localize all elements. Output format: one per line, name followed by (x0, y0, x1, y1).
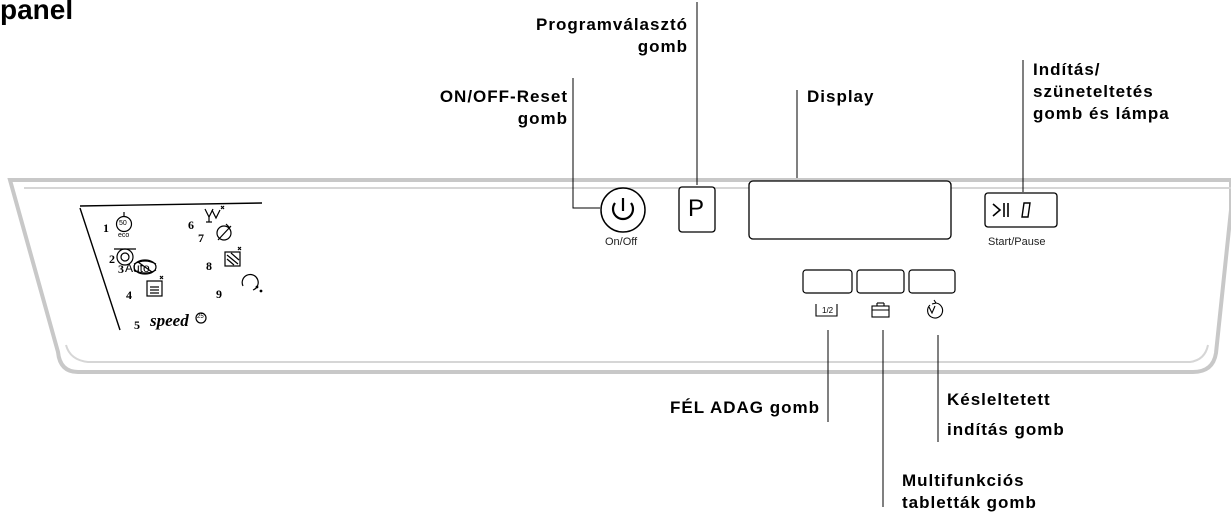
soak-pot-icon (146, 275, 164, 297)
callout-program-select: Programválasztó gomb (536, 15, 688, 56)
multi-tablets-icon (871, 302, 890, 318)
callout-multi-tablets: Multifunkciós tabletták gomb (902, 471, 1037, 512)
rinse-pot-icon (224, 246, 242, 267)
speed-25-icon (195, 312, 207, 324)
auto-pot-icon (114, 248, 136, 266)
callout-delayed-start: Késleltetett indítás gomb (947, 390, 1065, 439)
speed-number: 25 (197, 314, 204, 320)
program-number-1: 1 (103, 221, 109, 235)
half-load-fraction: 1/2 (822, 306, 834, 315)
on-off-button-art (600, 187, 646, 233)
eco-50-icon (115, 212, 133, 233)
callout-on-off-reset: ON/OFF-Reset gomb (439, 87, 568, 128)
leader-on-off (572, 78, 600, 209)
eco-label: eco (118, 232, 130, 239)
callout-half-load: FÉL ADAG gomb (670, 398, 820, 417)
power-icon (611, 202, 635, 221)
program-button[interactable]: P (688, 195, 705, 222)
delayed-start-button-art (908, 269, 956, 294)
program-number-2: 2 (109, 252, 115, 266)
panel-title: panel (0, 0, 74, 25)
eco-50-number: 50 (119, 220, 127, 227)
program-number-8: 8 (206, 259, 212, 273)
program-bracket-top (79, 202, 263, 207)
delayed-start-button[interactable] (909, 270, 955, 293)
multi-tablets-button-art (856, 269, 905, 294)
start-pause-button[interactable] (985, 193, 1057, 227)
no-dry-icon (216, 223, 232, 241)
program-number-7: 7 (198, 231, 204, 245)
callout-display: Display (807, 87, 875, 106)
program-number-4: 4 (126, 288, 132, 302)
on-off-label: On/Off (605, 236, 638, 248)
panel-inner-bottom (65, 344, 1209, 363)
callout-start-pause: Indítás/ szüneteltetés gomb és lámpa (1033, 60, 1170, 123)
delayed-start-icon (927, 299, 944, 319)
on-off-button[interactable] (601, 188, 645, 232)
night-moon-icon (241, 273, 263, 293)
auto-label: Auto (125, 261, 150, 275)
program-number-9: 9 (216, 287, 222, 301)
half-load-icon (815, 304, 838, 317)
program-number-3: 3 (118, 262, 124, 276)
program-button-art (678, 186, 716, 233)
start-pause-label: Start/Pause (988, 236, 1046, 248)
program-bracket-slant (79, 207, 121, 331)
glasses-icon (204, 205, 225, 223)
speed-label: speed (150, 311, 189, 330)
panel-outer-outline (7, 178, 1231, 374)
start-pause-button-art (984, 192, 1058, 228)
half-load-button[interactable] (803, 270, 852, 293)
half-load-button-art (802, 269, 853, 294)
quick-wash-icon (133, 259, 157, 275)
play-pause-icon (992, 202, 1031, 218)
multi-tablets-button[interactable] (857, 270, 904, 293)
program-number-5: 5 (134, 318, 140, 332)
program-number-6: 6 (188, 218, 194, 232)
display-art (748, 180, 952, 240)
